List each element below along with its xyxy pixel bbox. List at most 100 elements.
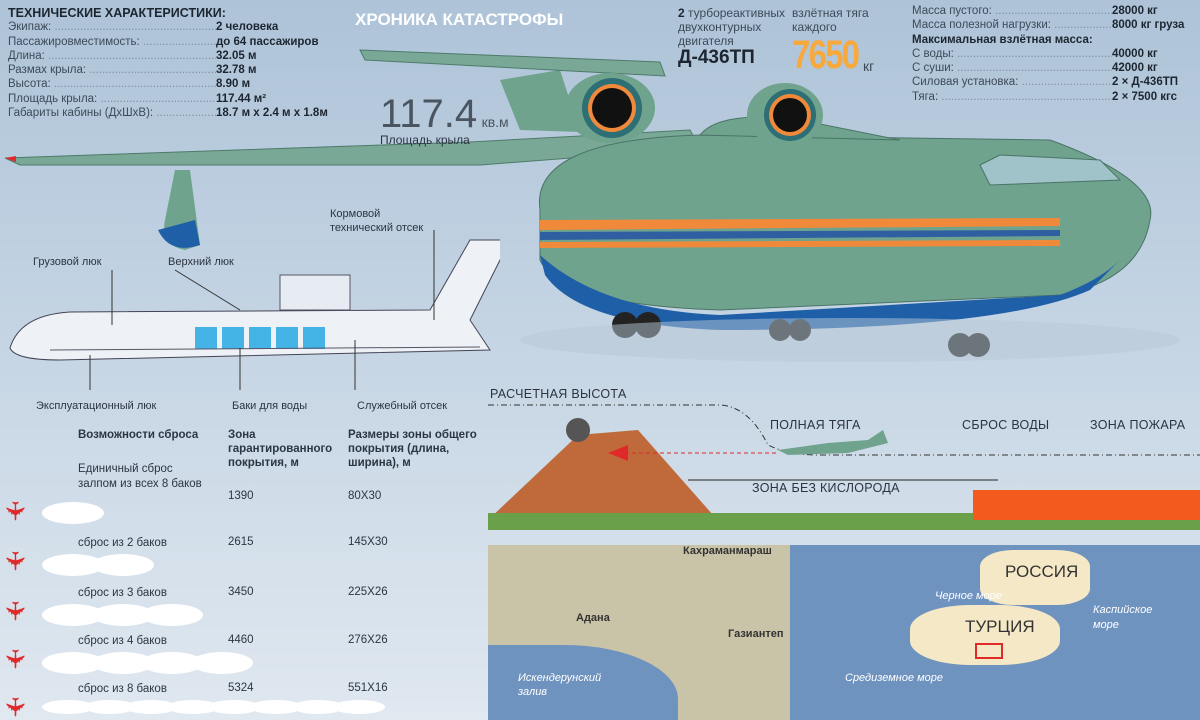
col-header-mode: Возможности сброса <box>78 429 199 441</box>
coverage-size: 225X26 <box>348 586 388 598</box>
spec-value: 32.05 м <box>216 49 257 62</box>
tail-bay-label2: технический отсек <box>330 222 424 234</box>
spec-key: Размах крыла: <box>8 63 216 77</box>
water-cloud <box>42 554 104 576</box>
water-cloud <box>190 652 253 674</box>
spec-row: С суши:42000 кг <box>912 61 1184 75</box>
russia-label: РОССИЯ <box>1005 562 1079 581</box>
altitude-label: РАСЧЕТНАЯ ВЫСОТА <box>490 387 627 401</box>
spec-key: Масса полезной нагрузки: <box>912 18 1112 32</box>
gulf-label: Искендерунский <box>518 672 602 684</box>
water-tanks-label: Баки для воды <box>232 400 308 412</box>
plane-icon: ✈ <box>0 648 30 670</box>
black-sea-label: Черное море <box>935 590 1002 602</box>
spec-value: 32.78 м <box>216 64 257 77</box>
spec-row: Высота:8.90 м <box>8 77 328 91</box>
spec-row: Размах крыла:32.78 м <box>8 63 328 77</box>
page-title: ХРОНИКА КАТАСТРОФЫ <box>355 10 564 29</box>
water-cloud <box>42 502 104 524</box>
spec-key: Площадь крыла: <box>8 92 216 106</box>
spec-key: Пассажировместимость: <box>8 35 216 49</box>
spec-row: Пассажировместимость:до 64 пассажиров <box>8 35 328 49</box>
coverage-zone: 1390 <box>228 490 254 502</box>
spec-value: до 64 пассажиров <box>216 35 319 48</box>
caspian-label: Каспийское <box>1093 604 1153 616</box>
engine-line3: двигателя <box>678 34 734 48</box>
drop-mode: сброс из 8 баков <box>78 683 167 695</box>
spec-key: С воды: <box>912 47 1112 61</box>
coverage-size: 145X30 <box>348 536 388 548</box>
spec-row: С воды:40000 кг <box>912 47 1184 61</box>
coverage-size: 80X30 <box>348 490 382 502</box>
drop-mode: сброс из 2 баков <box>78 537 167 549</box>
water-cloud <box>91 554 154 576</box>
spec-row: Площадь крыла:117.44 м² <box>8 92 328 106</box>
spec-key: Тяга: <box>912 90 1112 104</box>
spec-value: 8.90 м <box>216 78 251 91</box>
spec-key: Длина: <box>8 49 216 63</box>
wing-area-label: Площадь крыла <box>380 133 470 147</box>
water-cloud <box>91 652 154 674</box>
spec-key: Высота: <box>8 77 216 91</box>
water-cloud <box>166 700 219 714</box>
spec-row: Тяга:2 × 7500 кгс <box>912 90 1184 104</box>
spec-key: С суши: <box>912 61 1112 75</box>
plane-icon: ✈ <box>0 600 30 622</box>
region-map <box>790 545 1200 720</box>
coverage-size: 551X16 <box>348 682 388 694</box>
engine-info: 2 турбореактивных двухконтурных двигател… <box>678 6 786 68</box>
water-drop-label: СБРОС ВОДЫ <box>962 418 1050 432</box>
wing-area-value: 117.4 <box>380 92 478 136</box>
engine-model: Д-436ТП <box>678 47 755 68</box>
no-oxygen-label: ЗОНА БЕЗ КИСЛОРОДА <box>752 481 900 495</box>
cargo-hatch-label: Грузовой люк <box>33 256 102 268</box>
plane-icon: ✈ <box>0 550 30 572</box>
spec-row: Масса пустого:28000 кг <box>912 4 1184 18</box>
coverage-size: 276X26 <box>348 634 388 646</box>
wing-area-unit: кв.м <box>481 114 509 130</box>
coverage-zone: 3450 <box>228 586 254 598</box>
city-gaziantep: Газиантеп <box>728 628 784 640</box>
spec-row: Силовая установка:2 × Д-436ТП <box>912 75 1184 89</box>
col-header-size: Размеры зоны общего покрытия (длина, шир… <box>348 429 477 469</box>
coverage-zone: 5324 <box>228 682 254 694</box>
water-cloud <box>208 700 261 714</box>
plane-icon: ✈ <box>0 696 30 718</box>
plane-illustration <box>4 49 1180 362</box>
water-cloud <box>291 700 344 714</box>
spec-row: Длина:32.05 м <box>8 49 328 63</box>
thrust-info: взлётная тяга каждого 7650 кг <box>792 6 908 76</box>
thrust-label2: каждого <box>792 20 837 34</box>
spec-value: 42000 кг <box>1112 62 1158 75</box>
caspian-label2: море <box>1093 619 1119 631</box>
spec-row: Масса полезной нагрузки:8000 кг груза <box>912 18 1184 32</box>
coverage-zone: 4460 <box>228 634 254 646</box>
spec-key: Габариты кабины (ДхШхВ): <box>8 106 216 120</box>
water-cloud <box>125 700 178 714</box>
city-kahramanmaras: Кахраманмараш <box>683 545 772 557</box>
spec-value: 2 человека <box>216 21 279 34</box>
spec-value: 117.44 м² <box>216 92 267 105</box>
thrust-value: 7650 <box>792 33 860 77</box>
col-header-zone: Зона гарантированного покрытия, м <box>228 429 333 469</box>
thrust-unit: кг <box>862 58 875 74</box>
engine-count: 2 <box>678 6 685 20</box>
service-hatch-label: Эксплуатационный люк <box>36 400 157 412</box>
spec-key: Масса пустого: <box>912 4 1112 18</box>
spec-value: 2 × 7500 кгс <box>1112 90 1178 103</box>
max-mass-heading: Максимальная взлётная масса: <box>912 33 1093 46</box>
spec-value: 8000 кг груза <box>1112 19 1185 32</box>
spec-value: 40000 кг <box>1112 47 1158 60</box>
tail-bay-label: Кормовой <box>330 208 381 220</box>
fire-zone-label: ЗОНА ПОЖАРА <box>1090 418 1186 432</box>
engine-line2: двухконтурных <box>678 20 762 34</box>
spec-value: 2 × Д-436ТП <box>1112 76 1179 89</box>
water-cloud <box>83 700 136 714</box>
gulf-label2: залив <box>518 686 548 698</box>
water-cloud <box>250 700 302 714</box>
plane-icon: ✈ <box>0 500 30 522</box>
spec-value: 28000 кг <box>1112 5 1158 17</box>
coverage-zone: 2615 <box>228 536 254 548</box>
cutaway-diagram <box>9 230 500 390</box>
